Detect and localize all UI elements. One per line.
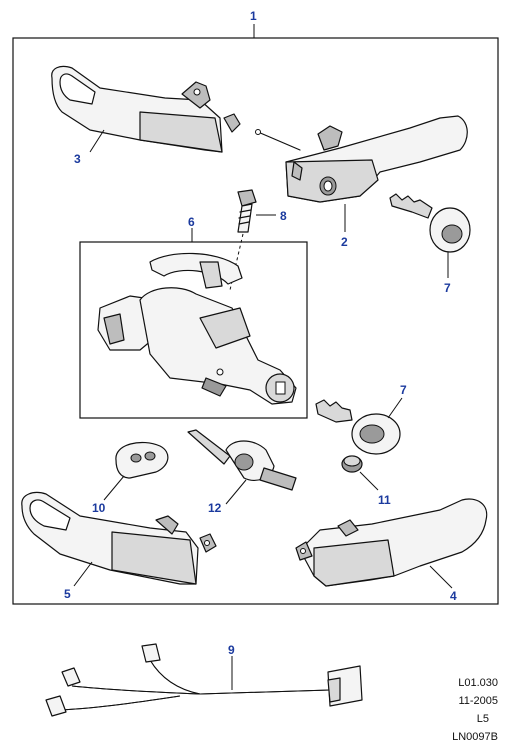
- cap-part-11: [341, 455, 363, 473]
- callout-6: 6: [188, 215, 195, 229]
- reference-line3: L5: [477, 713, 489, 725]
- callout-8: 8: [280, 209, 287, 223]
- callout-7-middle: 7: [400, 383, 407, 397]
- ignition-lock-part-6: [97, 252, 297, 405]
- callout-11: 11: [378, 493, 391, 507]
- door-handle-part-4: [295, 498, 488, 587]
- door-handle-part-2: [255, 115, 468, 203]
- key-part-7-upper: [389, 193, 471, 253]
- callout-10: 10: [92, 501, 106, 515]
- callout-4: 4: [450, 589, 457, 603]
- reference-date: 11-2005: [458, 695, 498, 707]
- wiring-harness-part-9: [45, 643, 363, 717]
- reference-drawing-number: LN0097B: [452, 731, 498, 743]
- bolt-part-8: [229, 189, 257, 291]
- callout-3: 3: [74, 152, 81, 166]
- reference-code: L01.030: [458, 677, 498, 689]
- callout-2: 2: [341, 235, 348, 249]
- ignition-lock-frame: [79, 241, 308, 419]
- callout-5: 5: [64, 587, 71, 601]
- door-handle-part-5: [21, 491, 217, 585]
- key-part-7-middle: [315, 399, 401, 455]
- callout-1: 1: [250, 9, 257, 23]
- remote-fob-part-10: [115, 441, 169, 479]
- callout-12: 12: [208, 501, 222, 515]
- callout-9: 9: [228, 643, 235, 657]
- key-blank-part-12: [187, 429, 297, 491]
- callout-7-upper: 7: [444, 281, 451, 295]
- outer-frame: [12, 37, 499, 605]
- door-handle-part-3: [51, 65, 241, 153]
